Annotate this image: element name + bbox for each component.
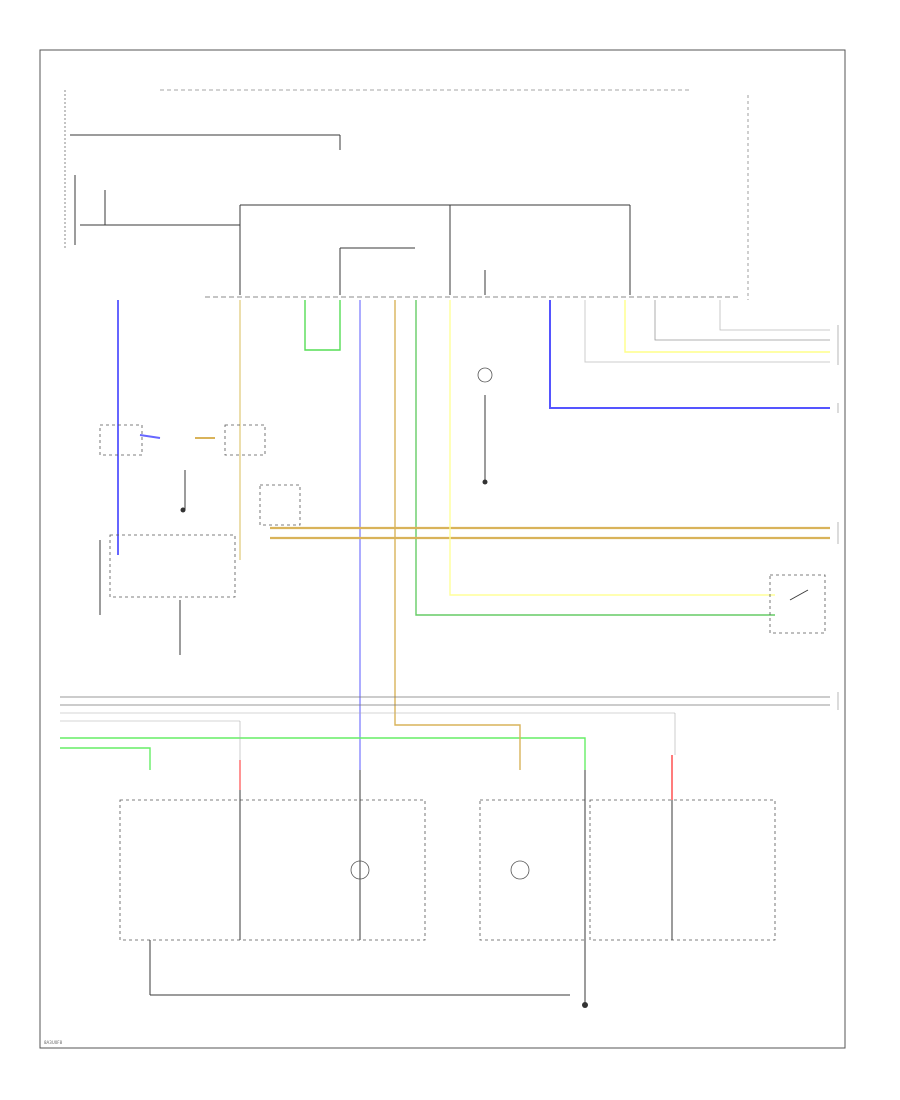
wire-grey-right-1 — [584, 300, 830, 363]
indicator-lamp — [477, 367, 493, 383]
wire-orange-center — [394, 300, 521, 770]
left-light-module — [119, 770, 570, 996]
splice-left — [180, 507, 186, 513]
diagram-frame — [39, 49, 846, 1049]
wire-yellow-center — [449, 300, 775, 596]
left-components — [99, 367, 493, 655]
right-light-module — [479, 770, 776, 995]
power-feed — [64, 90, 631, 295]
wire-grey-right-3 — [719, 300, 830, 331]
wire-blue-left-b — [139, 434, 161, 439]
wire-blue-right — [549, 300, 830, 409]
wire-green-loop — [304, 300, 341, 351]
ground-symbol — [582, 995, 588, 1008]
mid-bus-lines — [60, 696, 830, 760]
wire-grey-right-2 — [654, 300, 830, 341]
colored-wires — [60, 300, 830, 800]
wire-green-center — [415, 300, 775, 616]
splice-ground-top — [482, 479, 488, 485]
wire-green-left-drop — [60, 747, 151, 770]
wire-green-bottom — [60, 737, 586, 770]
right-switch — [769, 574, 826, 634]
page-id: 8A3U0F8 — [44, 1040, 63, 1045]
wire-yellow-right — [624, 300, 830, 353]
